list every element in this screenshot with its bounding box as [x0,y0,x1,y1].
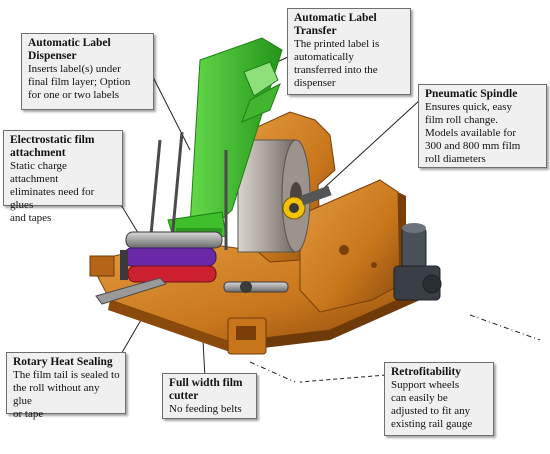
callout-film-cutter: Full width film cutter No feeding belts [162,373,257,419]
side-rail [95,277,167,305]
callout-title: Electrostatic film attachment [10,134,95,159]
roller-assembly [120,231,223,283]
callout-description: Ensures quick, easy film roll change. Mo… [425,101,521,165]
callout-electrostatic-attachment: Electrostatic film attachment Static cha… [3,130,123,224]
callout-retrofitability: Retrofitability Support wheels can easil… [384,362,494,436]
pneumatic-spindle [282,185,332,220]
callout-label-transfer: Automatic Label Transfer The printed lab… [287,8,411,95]
callout-label-dispenser: Automatic Label Dispenser Inserts label(… [21,33,154,110]
callout-description: The printed label is automatically trans… [294,38,380,89]
callout-title: Automatic Label Transfer [294,12,377,37]
callout-description: Static charge attachment eliminates need… [10,160,95,224]
callout-title: Retrofitability [391,366,462,378]
film-cutter [223,281,289,293]
callout-description: No feeding belts [169,403,242,415]
callout-title: Full width film cutter [169,377,243,402]
right-side-plate [299,179,406,313]
callout-pneumatic-spindle: Pneumatic Spindle Ensures quick, easy fi… [418,84,547,168]
callout-description: Inserts label(s) under final film layer;… [28,63,131,101]
callout-title: Pneumatic Spindle [425,88,518,100]
callout-description: Support wheels can easily be adjusted to… [391,379,473,430]
callout-title: Automatic Label Dispenser [28,37,111,62]
callout-title: Rotary Heat Sealing [13,356,113,368]
drive-motor [393,223,442,301]
support-rods [148,131,228,250]
callout-rotary-heat-sealing: Rotary Heat Sealing The film tail is sea… [6,352,126,420]
callout-description: The film tail is sealed to the roll with… [13,369,120,420]
